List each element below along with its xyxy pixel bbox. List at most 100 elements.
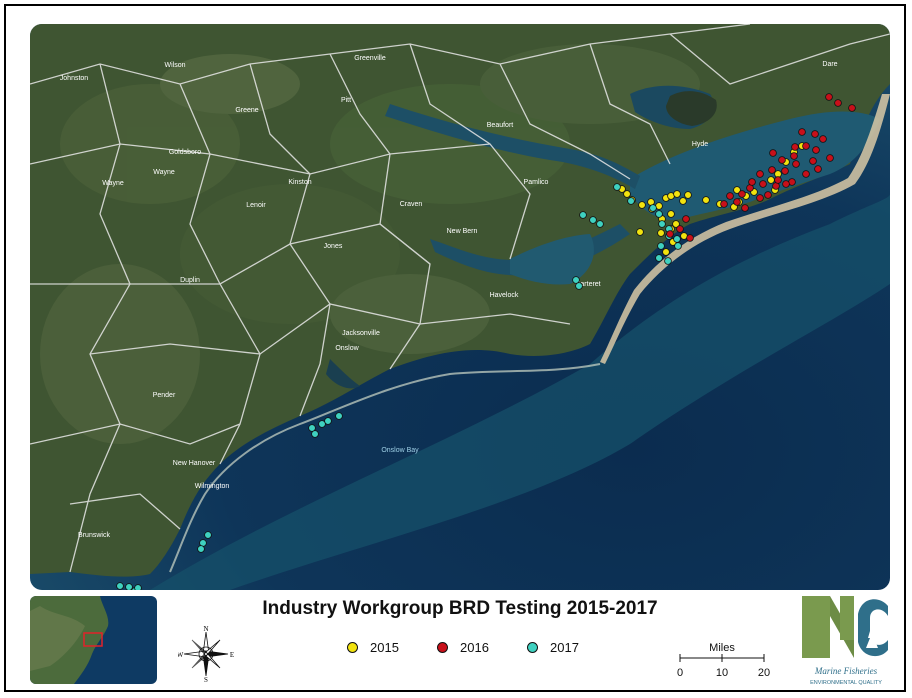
scale-tick-10: 10 [716, 667, 728, 679]
locator-inset-map [30, 596, 157, 684]
sample-point-2016[interactable] [811, 130, 819, 138]
place-label: Wilson [164, 62, 185, 69]
legend-item-2015: 2015 [347, 640, 399, 655]
sample-point-2015[interactable] [702, 196, 710, 204]
satellite-map: WilsonJohnstonGreenvillePittGreeneBeaufo… [30, 24, 890, 590]
place-label: Craven [400, 201, 423, 208]
sample-point-2016[interactable] [812, 146, 820, 154]
map-title: Industry Workgroup BRD Testing 2015-2017 [262, 598, 658, 619]
sample-point-2016[interactable] [756, 170, 764, 178]
sample-point-2016[interactable] [819, 135, 827, 143]
sample-point-2017[interactable] [308, 424, 316, 432]
sample-point-2017[interactable] [589, 216, 597, 224]
sample-point-2017[interactable] [674, 242, 682, 250]
compass-n: N [203, 626, 208, 633]
sample-point-2017[interactable] [125, 583, 133, 590]
sample-point-2015[interactable] [684, 191, 692, 199]
sample-point-2017[interactable] [655, 254, 663, 262]
sample-point-2015[interactable] [672, 220, 680, 228]
sample-point-2015[interactable] [623, 190, 631, 198]
sample-point-2016[interactable] [790, 152, 798, 160]
sample-point-2017[interactable] [655, 210, 663, 218]
sample-point-2017[interactable] [658, 220, 666, 228]
sample-point-2017[interactable] [572, 276, 580, 284]
sample-point-2016[interactable] [791, 143, 799, 151]
sample-point-2016[interactable] [682, 215, 690, 223]
sample-point-2017[interactable] [324, 417, 332, 425]
place-label: Goldsboro [169, 149, 201, 156]
sample-point-2015[interactable] [657, 229, 665, 237]
sample-point-2017[interactable] [335, 412, 343, 420]
sample-point-2017[interactable] [318, 420, 326, 428]
sample-point-2016[interactable] [759, 180, 767, 188]
sample-point-2016[interactable] [769, 149, 777, 157]
sample-point-2017[interactable] [664, 257, 672, 265]
sample-point-2017[interactable] [197, 545, 205, 553]
sample-point-2016[interactable] [826, 154, 834, 162]
sample-point-2016[interactable] [798, 128, 806, 136]
logo-line1: Marine Fisheries [814, 666, 878, 676]
sample-point-2016[interactable] [802, 170, 810, 178]
sample-point-2017[interactable] [204, 531, 212, 539]
place-label: Pitt [341, 97, 351, 104]
sample-point-2016[interactable] [802, 142, 810, 150]
legend-label-2016: 2016 [460, 640, 489, 655]
place-label: Kinston [288, 179, 311, 186]
sample-point-2017[interactable] [596, 220, 604, 228]
sample-point-2016[interactable] [666, 230, 674, 238]
sample-point-2017[interactable] [657, 242, 665, 250]
sample-point-2016[interactable] [774, 176, 782, 184]
sample-point-2016[interactable] [738, 190, 746, 198]
nc-deq-logo: Marine Fisheries ENVIRONMENTAL QUALITY [796, 594, 896, 690]
scale-tick-20: 20 [758, 667, 770, 679]
place-label: Lenoir [246, 202, 266, 209]
sample-point-2016[interactable] [814, 165, 822, 173]
sample-point-2016[interactable] [848, 104, 856, 112]
sample-point-2015[interactable] [767, 176, 775, 184]
sample-point-2015[interactable] [673, 190, 681, 198]
sample-point-2016[interactable] [768, 166, 776, 174]
place-label: Onslow [335, 345, 359, 352]
place-label: Pender [153, 392, 176, 399]
sample-point-2017[interactable] [579, 211, 587, 219]
sample-point-2016[interactable] [720, 200, 728, 208]
sample-point-2016[interactable] [781, 167, 789, 175]
sample-point-2016[interactable] [676, 225, 684, 233]
sample-point-2017[interactable] [134, 584, 142, 590]
sample-point-2016[interactable] [778, 156, 786, 164]
sample-point-2016[interactable] [782, 180, 790, 188]
compass-s: S [204, 676, 208, 682]
sample-points [116, 93, 856, 590]
sample-point-2016[interactable] [756, 194, 764, 202]
scale-title: Miles [709, 642, 735, 654]
sample-point-2016[interactable] [825, 93, 833, 101]
sample-point-2016[interactable] [834, 99, 842, 107]
sample-point-2016[interactable] [686, 234, 694, 242]
sample-point-2015[interactable] [636, 228, 644, 236]
sample-point-2016[interactable] [741, 204, 749, 212]
county-boundaries [30, 24, 890, 573]
sample-point-2017[interactable] [627, 197, 635, 205]
sample-point-2016[interactable] [764, 191, 772, 199]
sample-point-2017[interactable] [673, 235, 681, 243]
sample-point-2016[interactable] [733, 198, 741, 206]
sample-point-2016[interactable] [748, 178, 756, 186]
place-label: Greene [235, 107, 258, 114]
sample-point-2015[interactable] [679, 197, 687, 205]
sample-point-2016[interactable] [809, 157, 817, 165]
place-label: Hyde [692, 141, 708, 148]
legend-swatch-2017 [527, 642, 538, 653]
place-label: Duplin [180, 277, 200, 284]
sample-point-2017[interactable] [649, 204, 657, 212]
sample-point-2017[interactable] [575, 282, 583, 290]
sample-point-2017[interactable] [311, 430, 319, 438]
sample-point-2015[interactable] [667, 210, 675, 218]
sample-point-2016[interactable] [792, 160, 800, 168]
sample-point-2017[interactable] [116, 582, 124, 590]
sample-point-2015[interactable] [733, 186, 741, 194]
sample-point-2016[interactable] [726, 192, 734, 200]
sample-point-2015[interactable] [662, 248, 670, 256]
sample-point-2017[interactable] [613, 183, 621, 191]
sample-point-2015[interactable] [638, 201, 646, 209]
